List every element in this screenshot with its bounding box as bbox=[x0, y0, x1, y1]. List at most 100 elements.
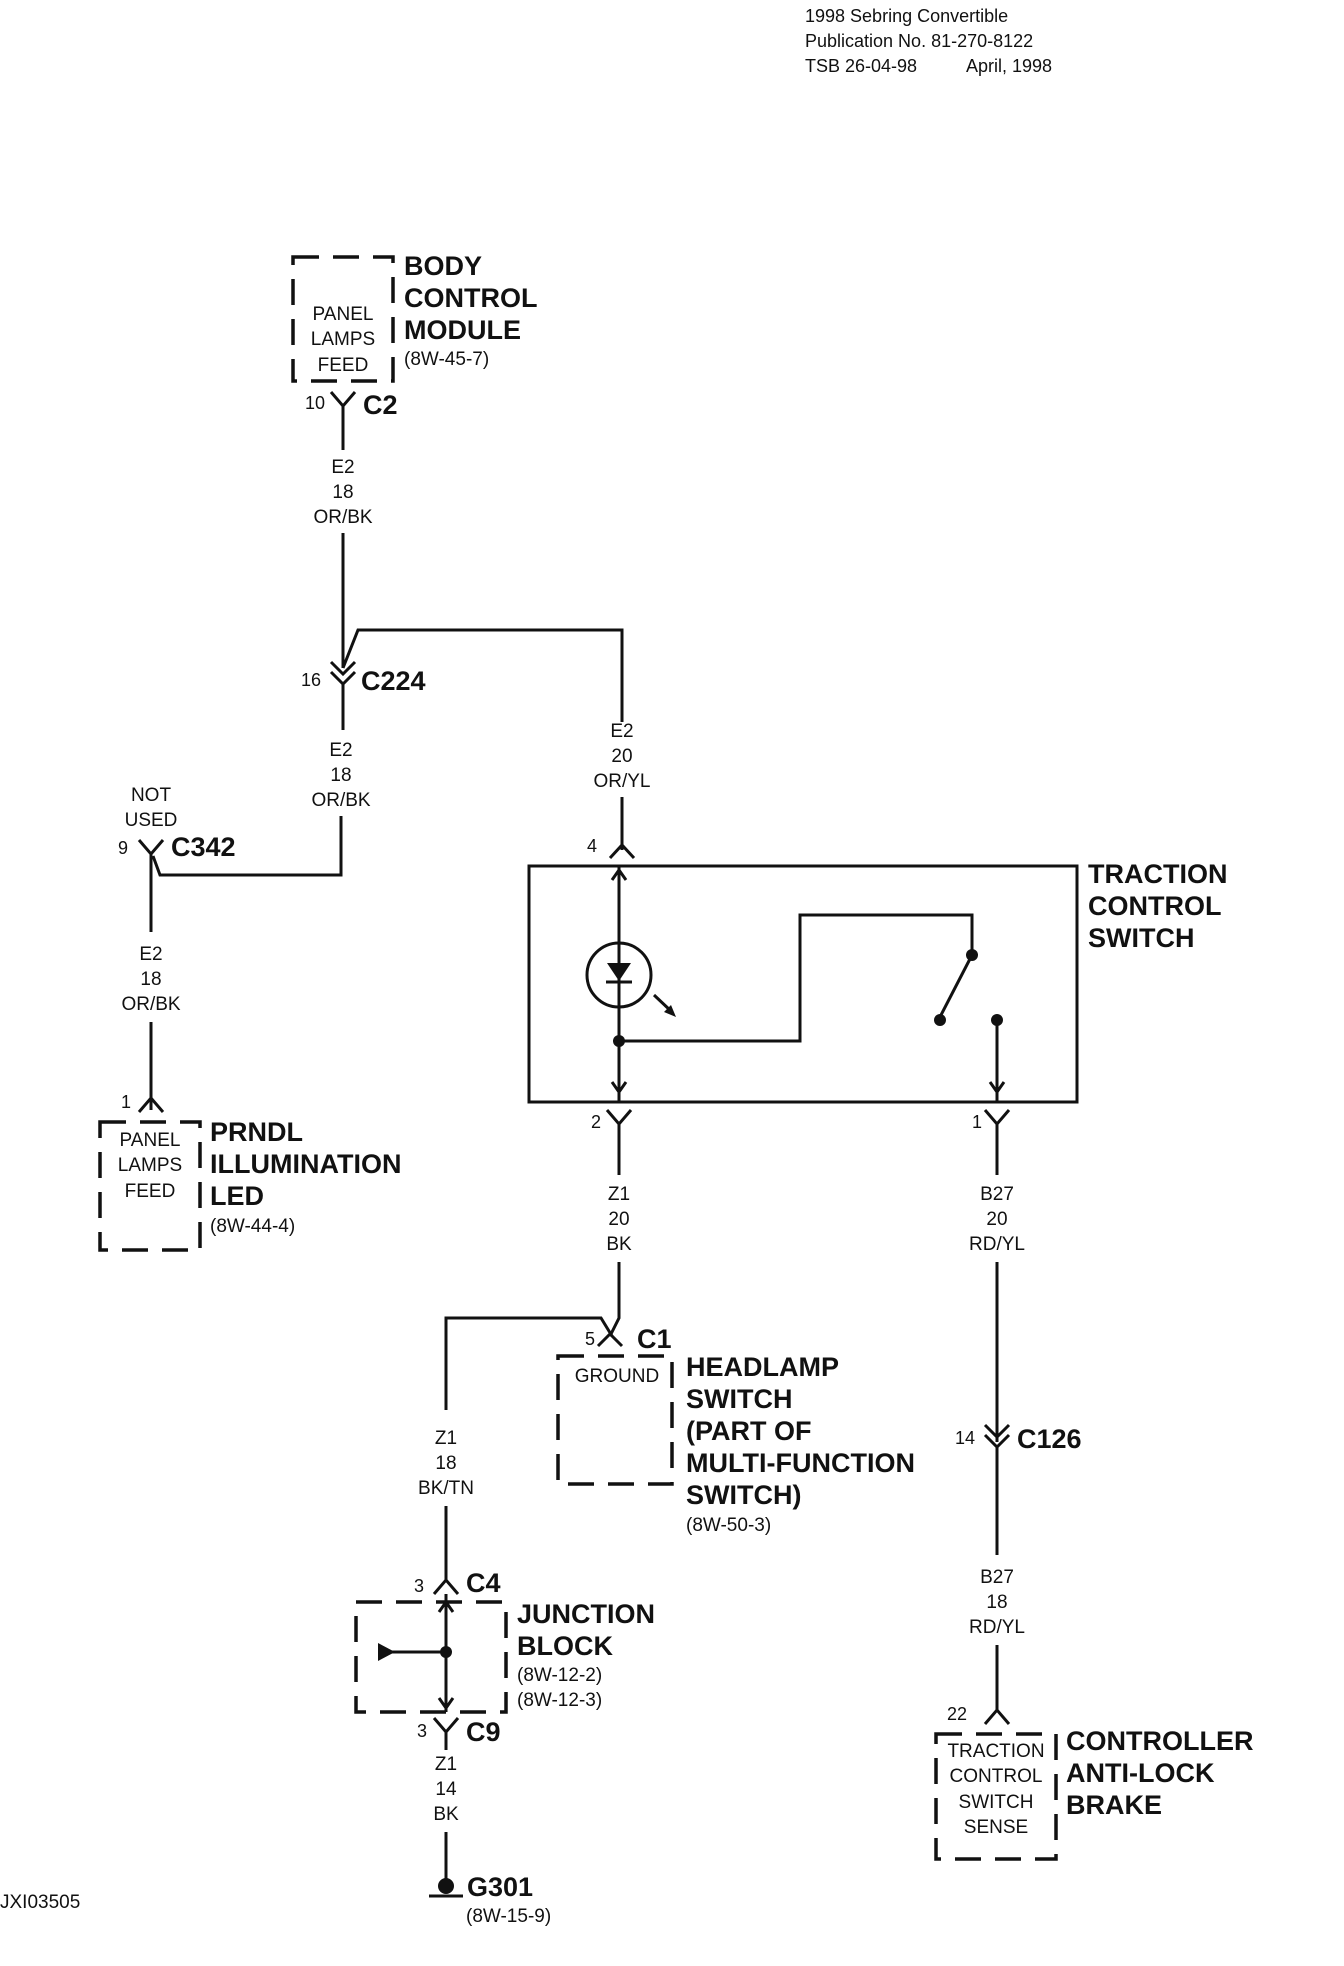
body-control-module: PANEL LAMPS FEED BODY CONTROL MODULE (8W… bbox=[291, 251, 537, 383]
w5-color: BK bbox=[606, 1234, 632, 1255]
w5-circuit: Z1 bbox=[608, 1184, 630, 1205]
bcm-name-1: BODY bbox=[404, 251, 482, 281]
c342-note-2: USED bbox=[125, 810, 178, 831]
ground-icon bbox=[438, 1878, 454, 1894]
wire-label-w8: B27 18 RD/YL bbox=[969, 1567, 1025, 1638]
prndl-name-2: ILLUMINATION bbox=[210, 1149, 401, 1179]
w3-color: OR/YL bbox=[593, 771, 650, 792]
prndl-box-text-1: PANEL bbox=[120, 1130, 181, 1151]
tcs-pin2: 2 bbox=[591, 1112, 601, 1132]
w6-circuit: B27 bbox=[980, 1184, 1014, 1205]
abs-box bbox=[934, 1732, 1058, 1861]
connector-c1: 5 C1 bbox=[585, 1324, 672, 1354]
c4-label: C4 bbox=[466, 1568, 501, 1598]
headlamp-name-2: SWITCH bbox=[686, 1384, 792, 1414]
c342-symbol bbox=[137, 839, 165, 857]
c2-symbol bbox=[329, 391, 357, 409]
c2-label: C2 bbox=[363, 390, 398, 420]
c126-label: C126 bbox=[1017, 1424, 1082, 1454]
prndl-box-text-2: LAMPS bbox=[118, 1155, 182, 1176]
w9-color: BK bbox=[433, 1804, 459, 1825]
c4-pin: 3 bbox=[414, 1576, 424, 1596]
w7-circuit: Z1 bbox=[435, 1428, 457, 1449]
prndl-pin: 1 bbox=[121, 1092, 131, 1112]
wire-label-w3: E2 20 OR/YL bbox=[593, 721, 650, 792]
headlamp-name-4: MULTI-FUNCTION bbox=[686, 1448, 915, 1478]
prndl-pin-symbol bbox=[137, 1095, 165, 1113]
c342-label: C342 bbox=[171, 832, 236, 862]
tcs-switch-blade bbox=[938, 954, 974, 1018]
w8-gauge: 18 bbox=[986, 1592, 1007, 1613]
wire-label-w5: Z1 20 BK bbox=[606, 1184, 632, 1255]
c1-label: C1 bbox=[637, 1324, 672, 1354]
w1-gauge: 18 bbox=[332, 482, 353, 503]
junction-ref-1: (8W-12-2) bbox=[517, 1665, 602, 1686]
w5-gauge: 20 bbox=[608, 1209, 629, 1230]
tcs-arrow-up bbox=[610, 867, 628, 881]
tcs-lamp-icon bbox=[585, 941, 653, 1009]
connector-c9: 3 C9 bbox=[417, 1717, 501, 1747]
abs-name-2: ANTI-LOCK bbox=[1066, 1758, 1215, 1788]
prndl-box-text-3: FEED bbox=[125, 1181, 176, 1202]
publication-header: 1998 Sebring Convertible Publication No.… bbox=[805, 6, 1052, 76]
w6-gauge: 20 bbox=[986, 1209, 1007, 1230]
abs-pin: 22 bbox=[947, 1704, 967, 1724]
connector-c2: 10 C2 bbox=[305, 390, 398, 420]
c9-label: C9 bbox=[466, 1717, 501, 1747]
c342-pin: 9 bbox=[118, 838, 128, 858]
header-publication: Publication No. 81-270-8122 bbox=[805, 31, 1033, 51]
junction-name-1: JUNCTION bbox=[517, 1599, 655, 1629]
tcs-led-diode-icon bbox=[607, 963, 631, 981]
wire-label-w9: Z1 14 BK bbox=[433, 1754, 459, 1825]
c224-pin: 16 bbox=[301, 670, 321, 690]
headlamp-box-text: GROUND bbox=[575, 1366, 659, 1387]
wire-label-w1: E2 18 OR/BK bbox=[313, 457, 372, 528]
abs-box-text-3: SWITCH bbox=[959, 1792, 1034, 1813]
connector-c126: 14 C126 bbox=[955, 1423, 1082, 1454]
junction-arrow-down bbox=[437, 1697, 455, 1711]
wire-label-w2: E2 18 OR/BK bbox=[311, 740, 370, 811]
w1-circuit: E2 bbox=[331, 457, 354, 478]
abs-pin-symbol bbox=[983, 1707, 1011, 1725]
bcm-box-text-2: LAMPS bbox=[311, 329, 375, 350]
tcs-led-arrowhead bbox=[664, 1005, 676, 1017]
connector-tcs-pin1: 1 bbox=[972, 1109, 1011, 1132]
ground-ref: (8W-15-9) bbox=[466, 1906, 551, 1927]
abs-name-3: BRAKE bbox=[1066, 1790, 1162, 1820]
w4-gauge: 18 bbox=[140, 969, 161, 990]
wire-label-w6: B27 20 RD/YL bbox=[969, 1184, 1025, 1255]
headlamp-name-1: HEADLAMP bbox=[686, 1352, 839, 1382]
junction-block: JUNCTION BLOCK (8W-12-2) (8W-12-3) bbox=[354, 1594, 655, 1714]
prndl-name-3: LED bbox=[210, 1181, 264, 1211]
bcm-name-2: CONTROL bbox=[404, 283, 537, 313]
ground-g301: G301 (8W-15-9) bbox=[429, 1872, 551, 1927]
c224-symbol-a bbox=[329, 660, 357, 677]
header-date: April, 1998 bbox=[966, 56, 1052, 76]
c126-symbol-a bbox=[983, 1423, 1011, 1440]
c9-pin: 3 bbox=[417, 1721, 427, 1741]
tcs-box bbox=[527, 864, 1079, 1104]
tcs-switch-contact-dot bbox=[934, 1014, 946, 1026]
wire-label-w7: Z1 18 BK/TN bbox=[418, 1428, 474, 1499]
abs-box-text-4: SENSE bbox=[964, 1817, 1028, 1838]
bcm-box-text-3: FEED bbox=[318, 355, 369, 376]
headlamp-ref: (8W-50-3) bbox=[686, 1515, 771, 1536]
connector-tcs-pin2: 2 bbox=[591, 1109, 633, 1132]
ground-name: G301 bbox=[467, 1872, 533, 1902]
tcs-pin4: 4 bbox=[587, 836, 597, 856]
header-model: 1998 Sebring Convertible bbox=[805, 6, 1008, 26]
w7-color: BK/TN bbox=[418, 1478, 474, 1499]
traction-control-switch: 4 TRACTION CONTROL SWITCH bbox=[527, 836, 1227, 1104]
headlamp-name-3: (PART OF bbox=[686, 1416, 811, 1446]
w8-color: RD/YL bbox=[969, 1617, 1025, 1638]
tcs-name-2: CONTROL bbox=[1088, 891, 1221, 921]
tcs-output-arrow bbox=[988, 1081, 1006, 1095]
headlamp-box bbox=[556, 1354, 674, 1486]
w1-color: OR/BK bbox=[313, 507, 372, 528]
junction-arrow-up bbox=[437, 1599, 455, 1613]
tcs-name-3: SWITCH bbox=[1088, 923, 1194, 953]
controller-anti-lock-brake: 22 TRACTION CONTROL SWITCH SENSE CONTROL… bbox=[934, 1704, 1253, 1861]
w4-circuit: E2 bbox=[139, 944, 162, 965]
abs-box-text-2: CONTROL bbox=[950, 1766, 1043, 1787]
